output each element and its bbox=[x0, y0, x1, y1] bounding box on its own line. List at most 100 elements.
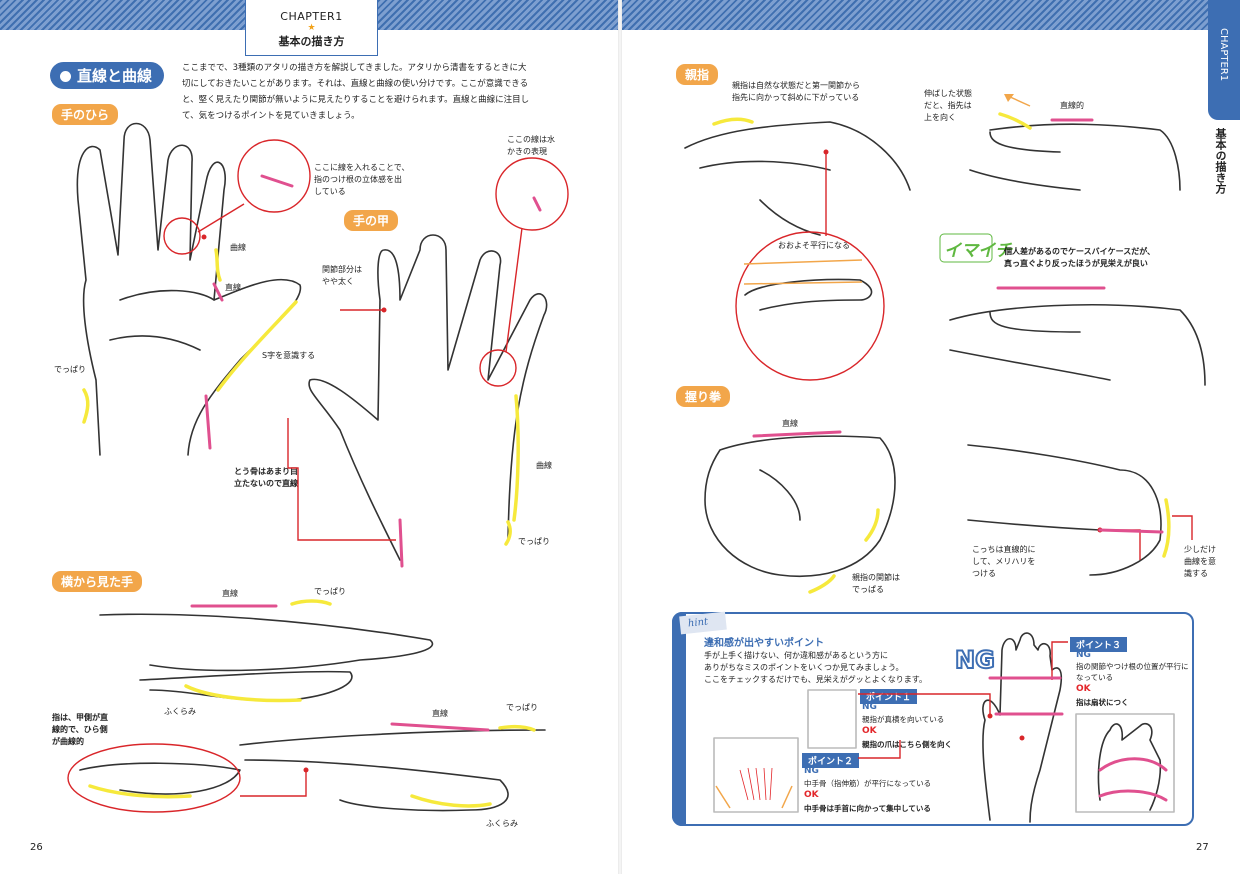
note-line: 親指は自然な状態だと第一関節から bbox=[732, 81, 860, 90]
marker-curve bbox=[88, 784, 192, 799]
note-line: やや太く bbox=[322, 277, 354, 286]
point3-label: ポイント３ bbox=[1070, 637, 1128, 652]
note-side-straight-2: 直線 bbox=[432, 709, 448, 718]
tag-back: 手の甲 bbox=[344, 210, 399, 231]
marker-curve bbox=[82, 388, 90, 424]
note-deppari: でっぱり bbox=[54, 365, 86, 374]
chapter-label: CHAPTER1 bbox=[280, 10, 343, 23]
marker-straight bbox=[752, 430, 842, 438]
header-stripe-right bbox=[622, 0, 1208, 30]
hint-strip bbox=[672, 612, 686, 826]
hint-back-panel bbox=[713, 737, 799, 813]
note-ulna: とう骨はあまり目 立たないので直線 bbox=[234, 466, 298, 490]
note-line: 伸ばした状態 bbox=[924, 89, 972, 98]
imaichi-thumb-sketch bbox=[949, 304, 1206, 386]
point3-ok: OK bbox=[1076, 684, 1091, 694]
side-hand-sketch-2 bbox=[79, 729, 546, 812]
tag-fist: 握り拳 bbox=[676, 386, 731, 407]
marker-curve bbox=[1098, 757, 1168, 802]
side-chapter-tab: CHAPTER1 bbox=[1208, 0, 1240, 120]
callout-dot bbox=[823, 149, 829, 155]
parallel-guide bbox=[743, 259, 863, 265]
callout-line bbox=[858, 740, 901, 759]
note-line: 少しだけ bbox=[1184, 545, 1216, 554]
header-stripe-left bbox=[0, 0, 245, 30]
callout-dot bbox=[381, 307, 387, 313]
page-number-left: 26 bbox=[30, 842, 43, 853]
marker-straight bbox=[390, 722, 490, 732]
point3-ng-line: なっている bbox=[1076, 673, 1114, 682]
marker-curve bbox=[214, 248, 222, 282]
note-parallel: おおよそ平行になる bbox=[778, 241, 850, 250]
parallel-guide bbox=[743, 281, 863, 285]
point3-ng-text: 指の関節やつけ根の位置が平行に なっている bbox=[1076, 661, 1189, 683]
note-palm-circle: ここに線を入れることで、 指のつけ根の立体感を出 している bbox=[314, 162, 409, 198]
callout-line bbox=[1100, 529, 1141, 560]
note-fist-straight: 直線 bbox=[782, 419, 798, 428]
hint-title: 違和感が出やすいポイント bbox=[704, 638, 824, 649]
marker-curve bbox=[808, 574, 836, 594]
note-line: 線的で、ひら側 bbox=[52, 725, 108, 734]
imaichi-badge-frame bbox=[939, 233, 993, 263]
note-line: が曲線的 bbox=[52, 737, 84, 746]
callout-circle bbox=[495, 157, 569, 231]
marker-curve bbox=[512, 394, 520, 522]
note-s-curve: S字を意識する bbox=[262, 351, 316, 360]
callout-dot bbox=[1019, 735, 1025, 741]
point1-label: ポイント１ bbox=[860, 689, 918, 704]
hint-fan-hand bbox=[1097, 722, 1162, 811]
hint-hand-sketch bbox=[982, 632, 1063, 823]
callout-line bbox=[858, 693, 991, 716]
note-line: 親指の関節は bbox=[852, 573, 900, 582]
fist-sketch bbox=[704, 435, 896, 578]
note-line: かきの表現 bbox=[507, 147, 547, 156]
note-fukurami: ふくらみ bbox=[164, 707, 196, 716]
hint-text: 手が上手く描けない、何か違和感があるという方に ありがちなミスのポイントをいくつ… bbox=[704, 650, 927, 686]
tag-thumb: 親指 bbox=[676, 64, 719, 85]
note-line: 識する bbox=[1184, 569, 1208, 578]
note-line: 個人差があるのでケースバイケースだが、 bbox=[1004, 247, 1156, 256]
note-finger: 指は、甲側が直 線的で、ひら側 が曲線的 bbox=[52, 712, 108, 748]
note-line: 上を向く bbox=[924, 113, 956, 122]
fist-side-sketch bbox=[967, 444, 1162, 576]
hint-line: 手が上手く描けない、何か違和感があるという方に bbox=[704, 651, 888, 660]
callout-circle bbox=[163, 217, 201, 255]
point3-ng-line: 指の関節やつけ根の位置が平行に bbox=[1076, 662, 1189, 671]
point2-ok-text: 中手骨は手首に向かって集中している bbox=[804, 804, 931, 813]
intro-paragraph: ここまでで、3種類のアタリの描き方を解説してきました。アタリから清書をするときに… bbox=[182, 60, 572, 124]
thumb-extended-sketch bbox=[969, 123, 1181, 191]
marker-straight bbox=[398, 518, 404, 568]
note-line: して、メリハリを bbox=[972, 557, 1036, 566]
arrow-head-icon bbox=[1004, 94, 1014, 102]
marker-straight bbox=[204, 394, 212, 450]
marker-curve bbox=[290, 599, 332, 606]
point1-ok-text: 親指の爪はこちら側を向く bbox=[862, 740, 952, 749]
callout-line bbox=[197, 203, 245, 233]
note-side-deppari: でっぱり bbox=[314, 587, 346, 596]
marker-curve bbox=[216, 300, 298, 392]
note-line: 指は、甲側が直 bbox=[52, 713, 108, 722]
marker-curve bbox=[504, 520, 512, 546]
chapter-tab: CHAPTER1 ★ 基本の描き方 bbox=[245, 0, 378, 56]
tag-palm: 手のひら bbox=[52, 104, 119, 125]
side-section-title: 基本の描き方 bbox=[1214, 128, 1227, 194]
section-heading: 直線と曲線 bbox=[50, 62, 165, 89]
note-line: 真っ直ぐより反ったほうが見栄えが良い bbox=[1004, 259, 1148, 268]
palm-crease bbox=[109, 289, 215, 351]
star-icon: ★ bbox=[307, 23, 316, 33]
muscle-lines bbox=[739, 767, 773, 801]
point2-ng-text: 中手骨（指伸筋）が平行になっている bbox=[804, 779, 932, 788]
callout-circle bbox=[479, 349, 517, 387]
note-straight: 直線 bbox=[225, 283, 241, 292]
intro-line: 切にしておきたいことがあります。それは、直線と曲線の使い分けです。ここが意識でき… bbox=[182, 79, 529, 89]
point2-ng: NG bbox=[804, 766, 819, 776]
callout-dot bbox=[303, 767, 309, 773]
note-line: 立たないので直線 bbox=[234, 479, 298, 488]
intro-line: て、気をつけるポイントを見ていきましょう。 bbox=[182, 111, 360, 121]
note-thumb-natural: 親指は自然な状態だと第一関節から 指先に向かって斜めに下がっている bbox=[732, 80, 860, 104]
section-heading-text: 直線と曲線 bbox=[77, 67, 153, 85]
callout-ellipse bbox=[67, 743, 241, 813]
marker-straight bbox=[212, 282, 224, 302]
point2-label: ポイント２ bbox=[802, 753, 860, 768]
note-slight-curve: 少しだけ 曲線を意 識する bbox=[1184, 544, 1216, 580]
